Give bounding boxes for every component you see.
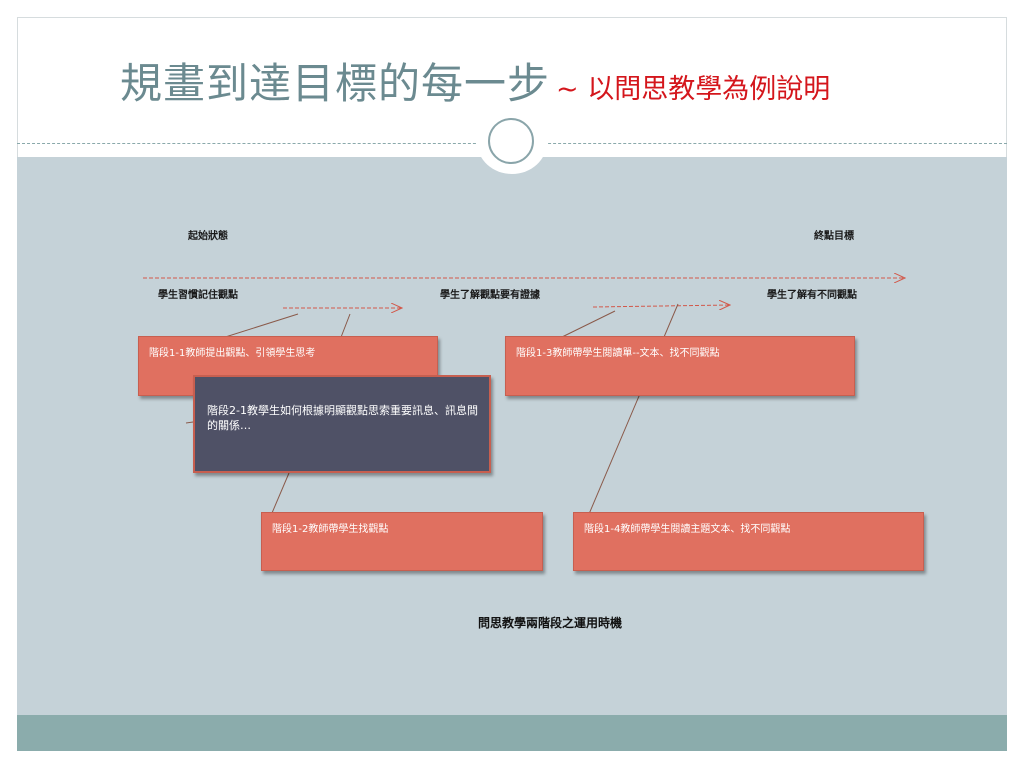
connector-line [185,421,194,424]
stage-2-1-box: 階段2-1教學生如何根據明顯觀點思索重要訊息、訊息間的關係… [193,375,491,473]
stage-2-1-text: 階段2-1教學生如何根據明顯觀點思索重要訊息、訊息間的關係… [207,404,478,432]
stage-1-2-text: 階段1-2教師帶學生找觀點 [272,524,389,535]
start-state-label: 起始狀態 [188,231,228,242]
point-2-label: 學生了解觀點要有證據 [440,290,540,301]
content-background [17,157,1007,715]
point-3-label: 學生了解有不同觀點 [767,290,857,301]
stage-1-1-text: 階段1-1教師提出觀點、引領學生思考 [149,348,316,359]
stage-1-3-text: 階段1-3教師帶學生閱讀單--文本、找不同觀點 [516,348,720,359]
point-1-label: 學生習慣記住觀點 [158,290,238,301]
connector-line [559,310,616,339]
footer-bar [17,715,1007,751]
stage-1-2-box: 階段1-2教師帶學生找觀點 [261,512,543,571]
stage-1-3-box: 階段1-3教師帶學生閱讀單--文本、找不同觀點 [505,336,855,396]
title-main: 規畫到達目標的每一步 [120,59,551,108]
end-goal-label: 終點目標 [814,231,854,242]
slide-title: 規畫到達目標的每一步~ 以問思教學為例說明 [120,50,830,111]
stage-1-4-text: 階段1-4教師帶學生閱讀主題文本、找不同觀點 [584,524,791,535]
stage-arrow-right [592,305,730,307]
stage-1-4-box: 階段1-4教師帶學生閱讀主題文本、找不同觀點 [573,512,924,571]
diagram-caption: 問思教學兩階段之運用時機 [478,616,623,630]
ring-ornament-icon [488,118,534,164]
title-subtitle: ~ 以問思教學為例說明 [556,74,831,105]
connector-line [271,472,290,514]
